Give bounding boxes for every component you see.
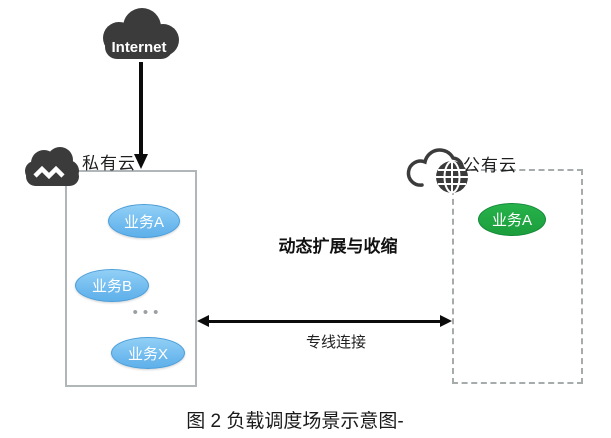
dedicated-line-label: 专线连接 bbox=[305, 334, 366, 351]
service-ellipse-x: 业务X bbox=[111, 337, 185, 369]
dedicated-line-arrow bbox=[206, 320, 446, 323]
internet-cloud-icon: Internet bbox=[103, 8, 179, 59]
private-cloud-box bbox=[65, 170, 197, 387]
service-b-label: 业务B bbox=[91, 278, 132, 295]
cloud-shape bbox=[103, 8, 179, 59]
public-cloud-icon bbox=[406, 148, 468, 194]
internet-to-private-arrow bbox=[139, 62, 143, 156]
arrow-head-right-icon bbox=[440, 315, 452, 327]
dynamic-scaling-label: 动态扩展与收缩 bbox=[278, 237, 398, 256]
zigzag-wave-icon bbox=[33, 165, 65, 180]
globe-icon bbox=[436, 160, 468, 194]
service-x-label: 业务X bbox=[127, 345, 168, 363]
public-cloud-label: 公有云 bbox=[463, 156, 517, 175]
cloud-shape bbox=[25, 147, 79, 186]
internet-label: Internet bbox=[111, 39, 166, 56]
private-cloud-label: 私有云 bbox=[82, 154, 136, 173]
service-ellipse-b: 业务B bbox=[75, 269, 149, 302]
private-cloud-icon bbox=[25, 147, 79, 186]
arrow-head-left-icon bbox=[197, 315, 209, 327]
public-cloud-box bbox=[452, 169, 583, 384]
service-ellipse-a: 业务A bbox=[108, 204, 180, 238]
cloud-outline-shape bbox=[406, 148, 464, 187]
arrow-head-down-icon bbox=[134, 154, 148, 169]
public-service-a-label: 业务A bbox=[491, 212, 532, 229]
more-services-ellipsis: ••• bbox=[132, 304, 164, 321]
public-service-ellipse-a: 业务A bbox=[478, 203, 546, 236]
service-a-label: 业务A bbox=[123, 213, 164, 231]
figure-caption: 图 2 负载调度场景示意图- bbox=[186, 411, 404, 432]
